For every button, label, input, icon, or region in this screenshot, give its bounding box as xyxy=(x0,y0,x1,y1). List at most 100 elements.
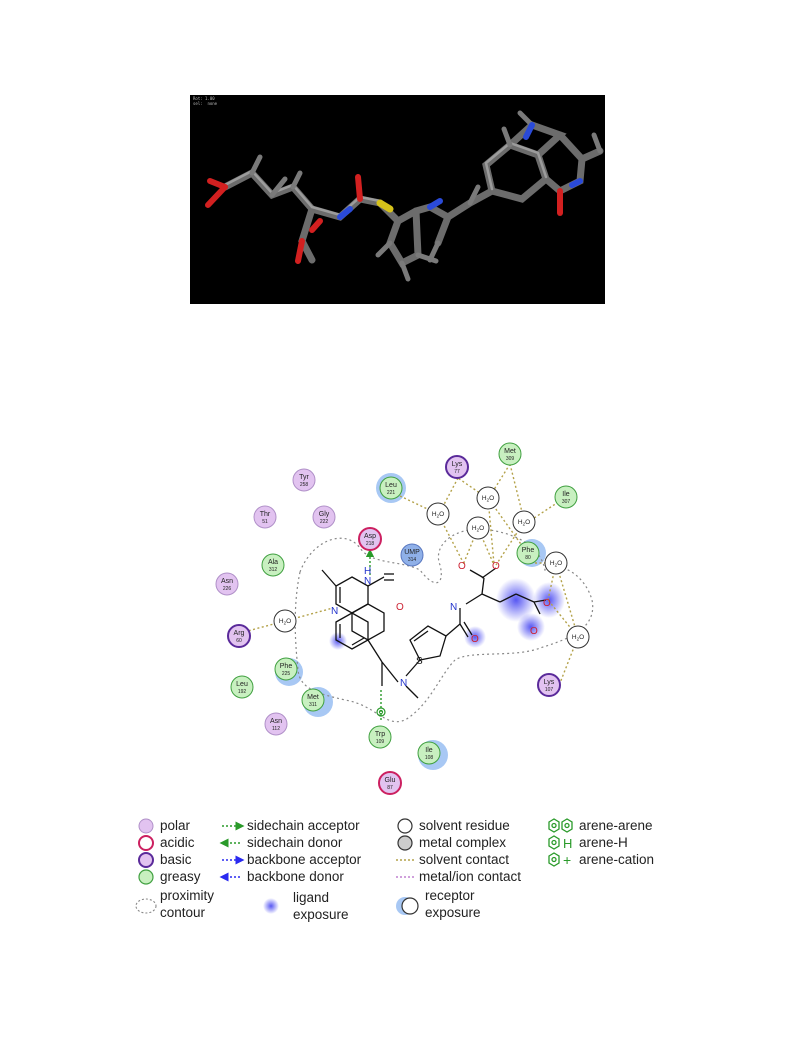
residue-name: Met xyxy=(307,694,319,701)
residue-name: Tyr xyxy=(299,474,309,481)
residue-number: 311 xyxy=(309,702,317,708)
ligand-exposure-blobs xyxy=(329,578,565,650)
residue-name: Phe xyxy=(280,663,293,670)
atom-n1: N xyxy=(331,606,338,617)
residue-number: 77 xyxy=(454,469,460,475)
residue-number: 107 xyxy=(545,687,554,693)
residue-number: 80 xyxy=(525,555,531,561)
render-info-line1: Rot: 1.00 xyxy=(193,96,215,101)
water-molecule: H2O xyxy=(426,502,450,526)
residue-discs: Tyr258Thr51Gly222Leu221Lys77Met309Ile307… xyxy=(215,442,578,795)
atom-o3: O xyxy=(458,561,466,572)
atom-nh: N xyxy=(364,576,371,587)
water-label: H2O xyxy=(279,618,291,626)
residue-name: Gly xyxy=(319,511,330,518)
residue-name: Asn xyxy=(221,578,233,585)
ligand-3d-stick-model xyxy=(205,110,604,282)
residue-name: Ile xyxy=(425,747,433,754)
residue-number: 112 xyxy=(272,726,280,732)
residue-name: Asp xyxy=(364,533,376,540)
atom-o5: O xyxy=(543,598,551,609)
ligand-3d-render: Rot: 1.00 sel: none xyxy=(190,95,605,304)
residue-name: Glu xyxy=(385,777,396,784)
residue-number: 109 xyxy=(376,739,385,745)
water-label: H2O xyxy=(550,560,562,568)
residue-name: Asn xyxy=(270,718,282,725)
water-label: H2O xyxy=(518,519,530,527)
residue-number: 312 xyxy=(269,567,278,573)
residue-name: Trp xyxy=(375,731,385,738)
water-molecule: H2O xyxy=(273,609,297,633)
residue-number: 221 xyxy=(387,490,396,496)
water-molecules: H2O H2O H2O H2O H2O H2O H2O xyxy=(273,486,590,649)
arene-h-marker xyxy=(376,707,386,717)
residue-number: 314 xyxy=(408,557,417,563)
residue-number: 218 xyxy=(366,541,375,547)
water-molecule: H2O xyxy=(466,516,490,540)
residue-name: Ala xyxy=(268,559,278,566)
atom-nh2: N xyxy=(450,602,457,613)
water-label: H2O xyxy=(472,525,484,533)
residue-number: 108 xyxy=(425,755,434,761)
solvent-contacts xyxy=(239,463,579,684)
residue-number: 51 xyxy=(262,519,268,525)
legend-symbols: H + xyxy=(135,818,573,915)
atom-h: H xyxy=(364,566,371,577)
residue-name: Arg xyxy=(234,630,245,637)
atom-o4: O xyxy=(492,561,500,572)
residue-name: Ile xyxy=(562,491,570,498)
residue-name: Phe xyxy=(522,547,535,554)
residue-name: UMP xyxy=(404,549,420,556)
residue-number: 60 xyxy=(236,638,242,644)
atom-s: S xyxy=(416,656,423,667)
water-molecule: H2O xyxy=(476,486,500,510)
residue-number: 192 xyxy=(238,689,247,695)
water-molecule: H2O xyxy=(512,510,536,534)
residue-number: 225 xyxy=(282,671,291,677)
residue-number: 226 xyxy=(223,586,232,592)
residue-number: 309 xyxy=(506,456,515,462)
arene-cation-symbol: + xyxy=(563,852,571,868)
atom-o2: O xyxy=(471,634,479,645)
atom-o6: O xyxy=(530,626,538,637)
residue-name: Lys xyxy=(544,679,555,686)
residue-name: Lys xyxy=(452,461,463,468)
atom-n2: N xyxy=(400,678,407,689)
atom-o1: O xyxy=(396,602,404,613)
arene-h-symbol: H xyxy=(563,836,572,851)
render-info-line2: sel: none xyxy=(193,101,218,106)
water-molecule: H2O xyxy=(566,625,590,649)
atom-labels: N N H O N S O N O O O O xyxy=(331,561,551,689)
residue-number: 258 xyxy=(300,482,309,488)
hbond-arrows xyxy=(365,548,382,722)
residue-name: Thr xyxy=(260,511,271,518)
water-label: H2O xyxy=(572,634,584,642)
ligand-2d-structure xyxy=(321,567,547,699)
water-molecule: H2O xyxy=(544,551,568,575)
residue-number: 87 xyxy=(387,785,393,791)
render-info: Rot: 1.00 sel: none xyxy=(193,96,217,106)
residue-number: 222 xyxy=(320,519,329,525)
residue-name: Met xyxy=(504,448,516,455)
